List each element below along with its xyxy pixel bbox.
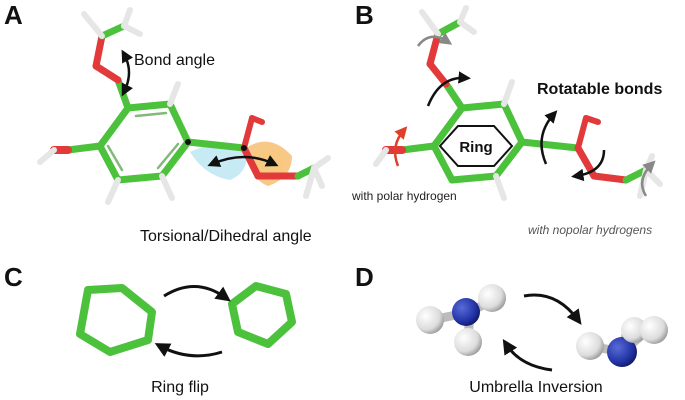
rotate-arrow-methyl-gray <box>640 160 656 197</box>
bond-angle-label: Bond angle <box>134 52 215 69</box>
panel-letter-b: B <box>355 0 374 30</box>
nopolar-hydrogens-label: with nopolar hydrogens <box>528 223 652 237</box>
panel-letter-d: D <box>355 262 374 292</box>
torsion-label: Torsional/Dihedral angle <box>140 228 312 245</box>
ammonia-left <box>416 284 506 356</box>
bond-angle-arrow <box>121 49 134 97</box>
ring-label: Ring <box>459 139 492 156</box>
umbrella-inversion-label: Umbrella Inversion <box>469 379 602 396</box>
polar-hydrogen-label: with polar hydrogen <box>351 189 457 203</box>
panel-c: C Ring flip <box>4 262 296 396</box>
rotate-arrow-hydroxyl <box>393 126 408 167</box>
rotate-arrow-ester-bottom <box>571 149 606 182</box>
ring-chair-left <box>76 284 156 356</box>
panel-letter-a: A <box>4 0 23 30</box>
umbrella-arrow-back <box>502 338 553 372</box>
ring-flip-arrow-back <box>154 343 223 358</box>
torsion-arrow <box>207 155 279 167</box>
panel-b: B <box>351 0 663 237</box>
ring-hexagon <box>438 125 514 167</box>
rotatable-bonds-label: Rotatable bonds <box>537 81 662 98</box>
rotate-arrow-top-gray <box>417 32 453 47</box>
ammonia-right <box>576 316 668 367</box>
panel-d: D Umbrella Inversion <box>355 262 668 396</box>
molecule-a <box>37 7 331 205</box>
rotate-arrow-methoxy <box>426 71 471 107</box>
ring-flip-arrow-forward <box>163 285 231 302</box>
ring-flip-label: Ring flip <box>151 379 209 396</box>
rotate-arrow-ester-top <box>540 110 558 165</box>
umbrella-arrow-forward <box>523 293 582 325</box>
molecule-b <box>373 5 663 201</box>
panel-letter-c: C <box>4 262 23 292</box>
ring-boat-right <box>228 282 296 348</box>
panel-a: A <box>4 0 331 245</box>
